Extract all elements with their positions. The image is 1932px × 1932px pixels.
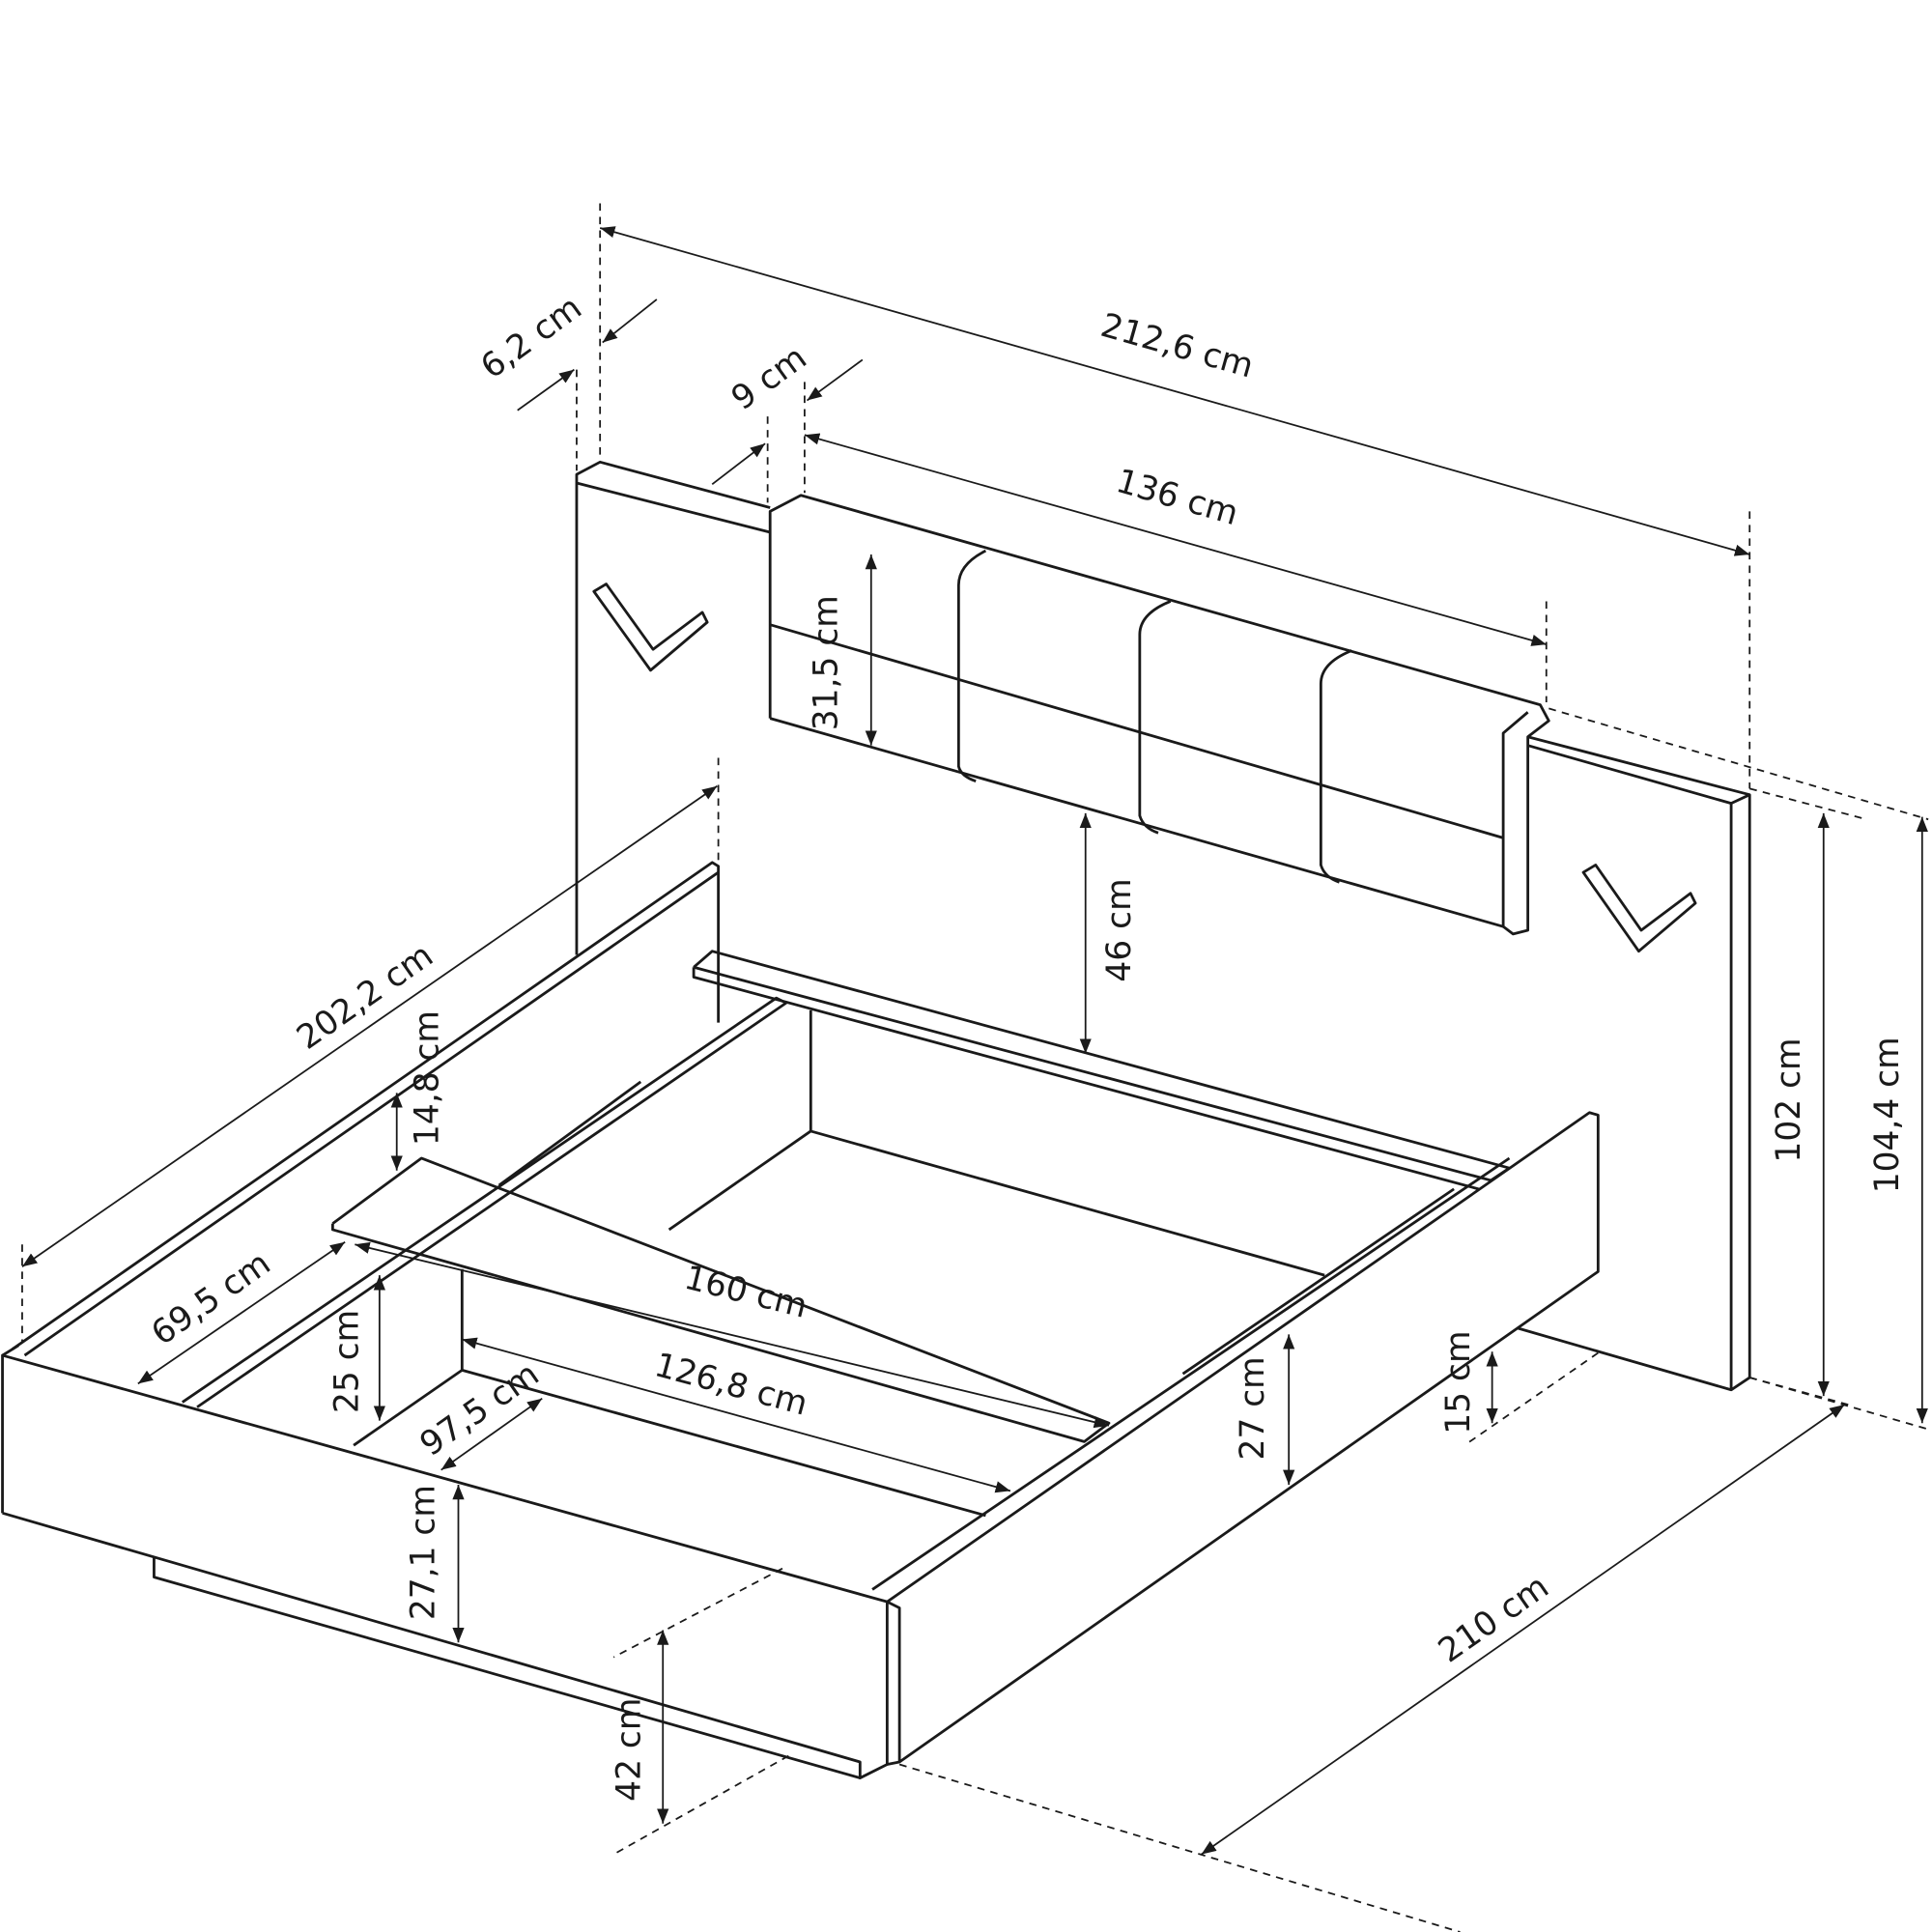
label-floor-clearance: 15 cm xyxy=(1439,1331,1478,1435)
label-cushion-width: 136 cm xyxy=(1112,462,1242,533)
extension-lines xyxy=(21,203,1929,1932)
label-mattress-width: 160 cm xyxy=(681,1259,811,1326)
label-slat-offset: 14,8 cm xyxy=(408,1010,446,1146)
label-frame-height: 27,1 cm xyxy=(405,1485,443,1620)
headboard xyxy=(575,460,1751,1392)
label-side-rail-height: 27 cm xyxy=(1234,1356,1272,1460)
label-front-to-slat: 69,5 cm xyxy=(145,1244,278,1353)
hook-icon-right xyxy=(1581,864,1697,953)
label-cushion-height: 31,5 cm xyxy=(808,595,846,730)
label-cushion-above-frame: 46 cm xyxy=(1100,878,1139,981)
headboard-cushion xyxy=(768,494,1550,936)
label-total-height: 104,4 cm xyxy=(1868,1037,1907,1193)
label-inner-depth: 25 cm xyxy=(327,1310,366,1413)
dimension-lines xyxy=(21,226,1928,1856)
label-total-frame-height: 42 cm xyxy=(611,1698,649,1802)
label-total-width: 212,6 cm xyxy=(1096,306,1258,386)
hook-icon-left xyxy=(592,582,709,672)
label-cushion-depth: 9 cm xyxy=(724,338,814,418)
dimension-labels: 212,6 cm 6,2 cm 9 cm 136 cm 31,5 cm 46 c… xyxy=(145,289,1907,1802)
label-headboard-height: 102 cm xyxy=(1770,1037,1808,1162)
